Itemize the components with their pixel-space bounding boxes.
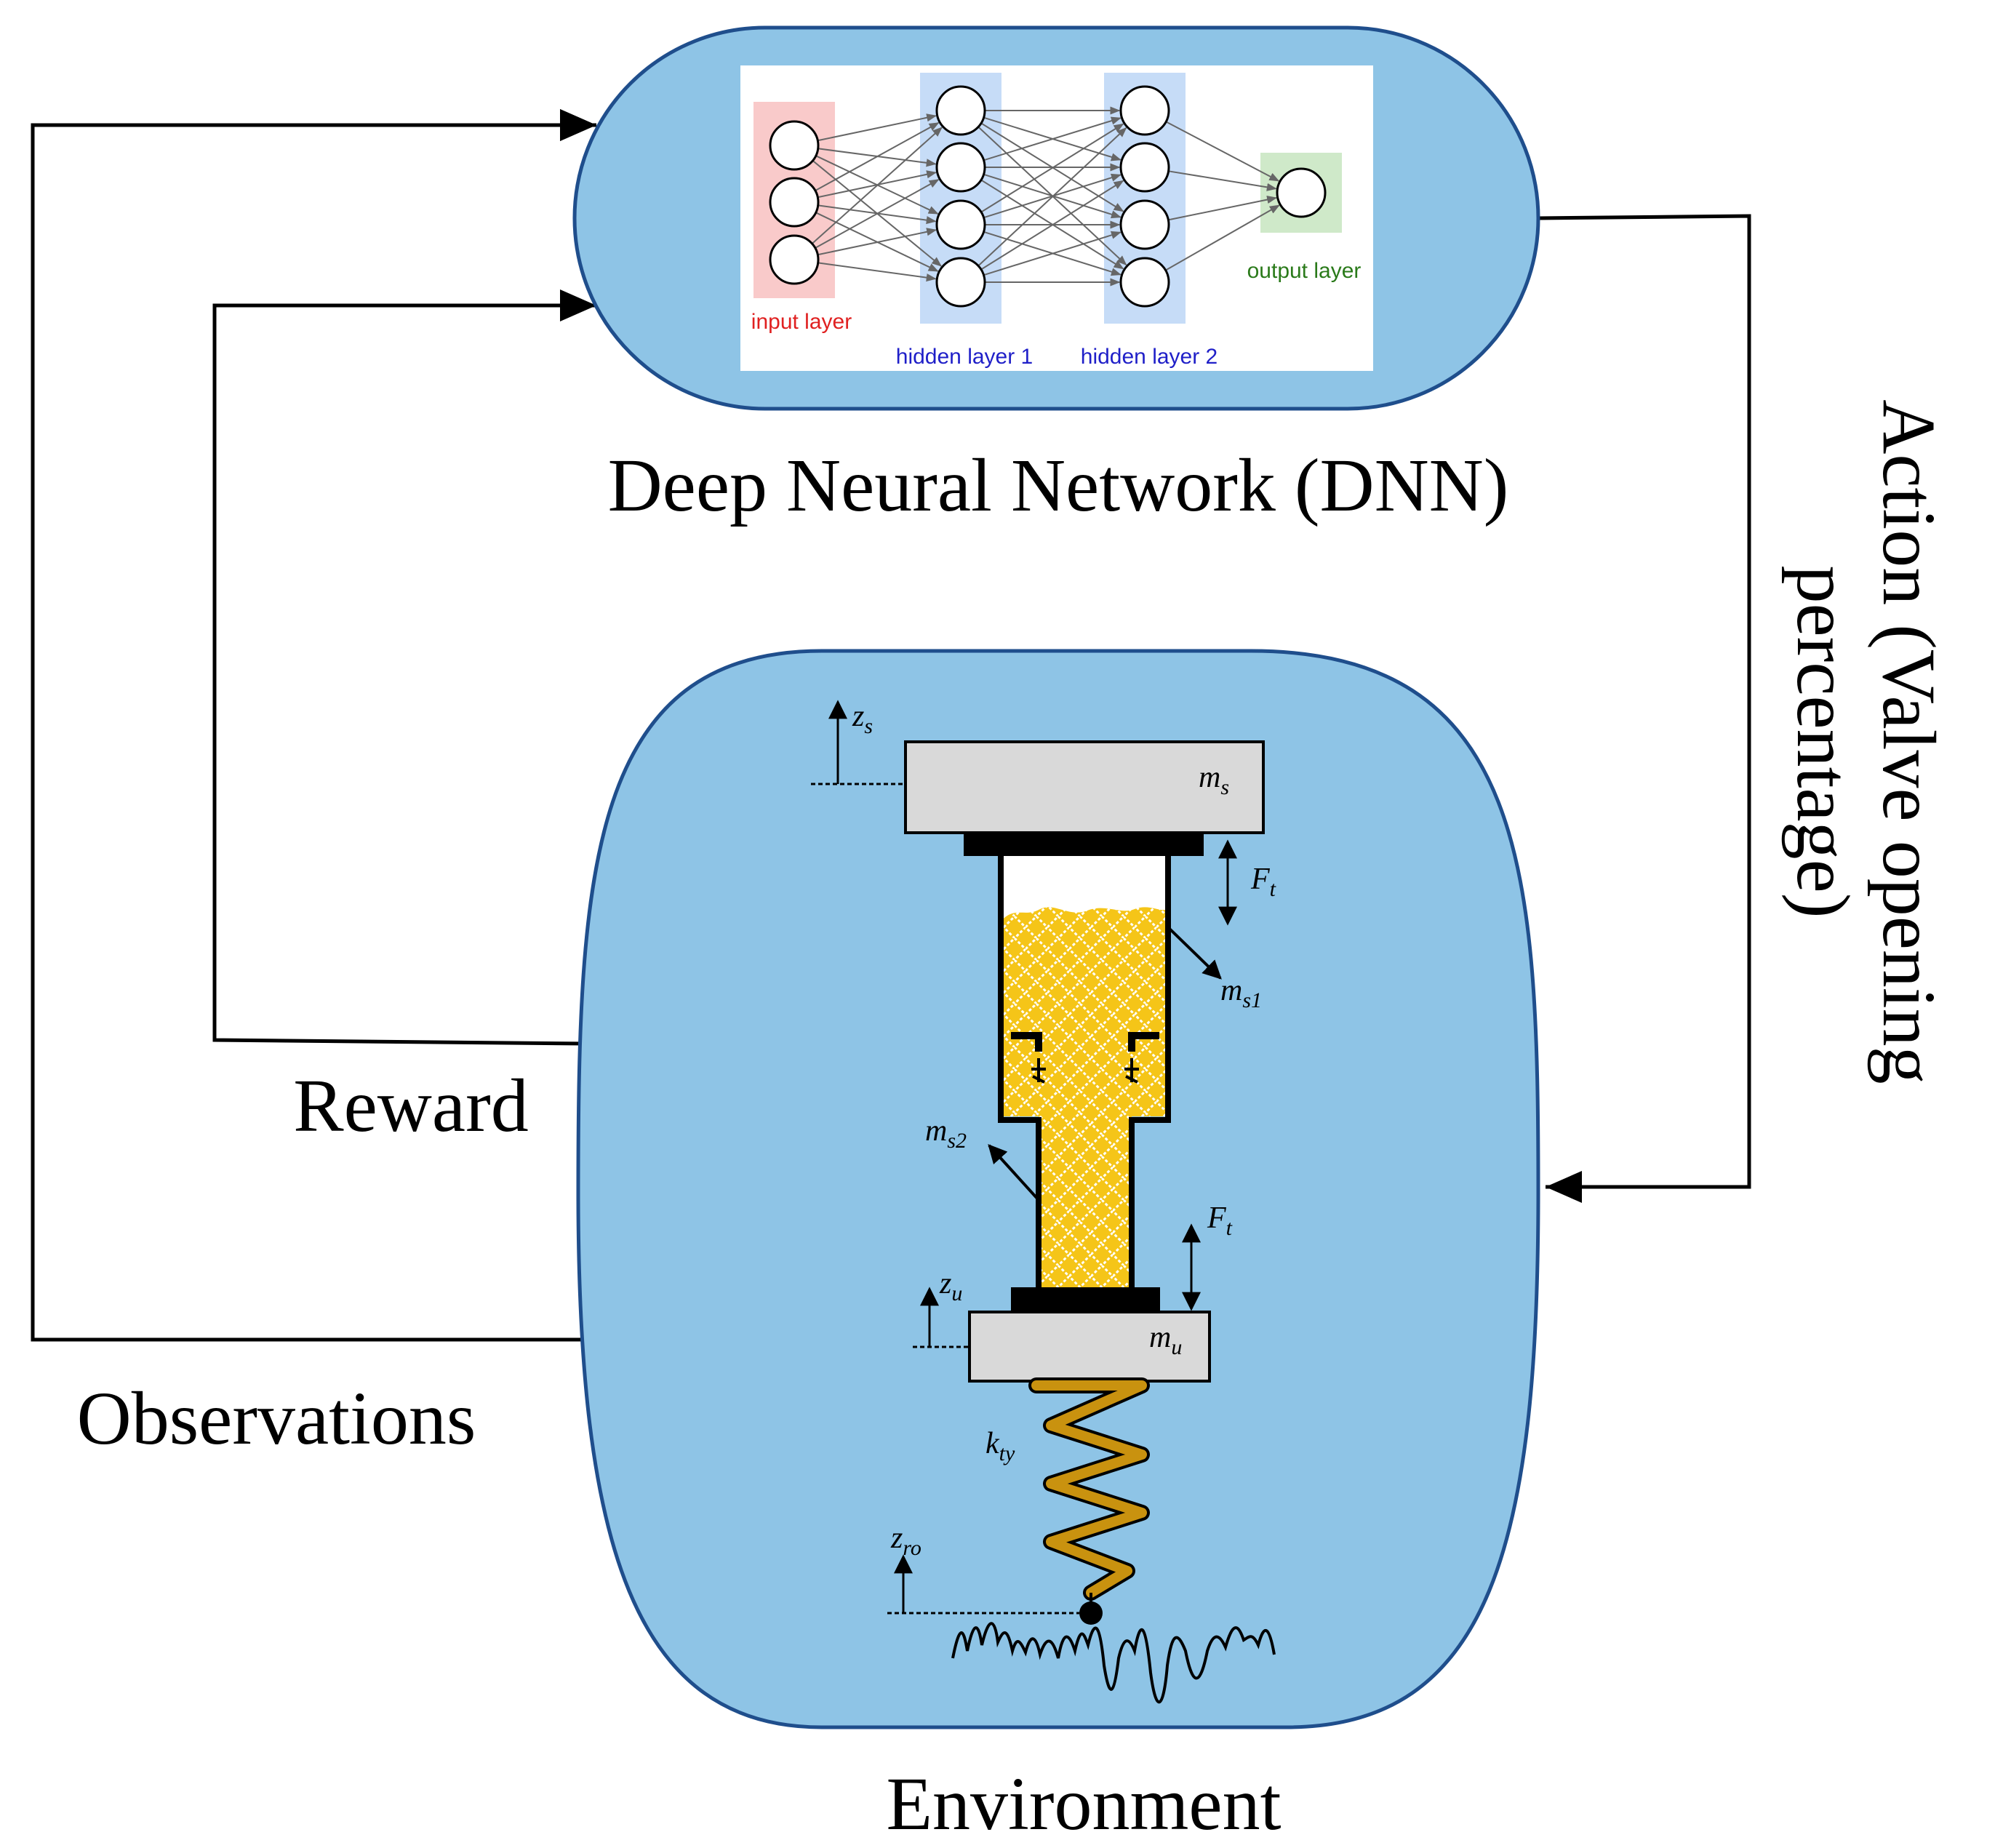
action-label-line1: Action (Valve opening [1867, 399, 1951, 1084]
nn-node-2-1 [1119, 142, 1170, 193]
reward-label: Reward [293, 1064, 528, 1148]
zro-base: z [890, 1521, 903, 1555]
observations-arrowhead-2 [560, 109, 596, 141]
nn-edge-0-2-0 [811, 127, 943, 244]
ft-bottom-label: Ft [1207, 1201, 1233, 1240]
sprung-mass-block [904, 740, 1265, 834]
ms1-label: ms1 [1220, 974, 1262, 1012]
unsprung-mass-block [968, 1311, 1211, 1383]
kty-sub: ty [999, 1441, 1015, 1465]
nn-node-2-2 [1119, 199, 1170, 250]
hidden-layer-1-label: hidden layer 1 [896, 345, 1033, 369]
ms2-pointer [988, 1144, 1040, 1201]
ms2-base: m [925, 1114, 947, 1148]
nn-node-0-1 [769, 177, 820, 228]
nn-node-1-2 [935, 199, 986, 250]
nn-edge-1-3-2 [983, 231, 1122, 276]
nn-edge-1-3-1 [980, 180, 1124, 271]
nn-edge-0-1-0 [815, 121, 940, 191]
nn-node-1-1 [935, 142, 986, 193]
zs-label: zs [852, 700, 873, 738]
action-loop [1538, 214, 1751, 1189]
nn-node-1-3 [935, 257, 986, 308]
nn-edge-0-2-1 [815, 179, 940, 249]
hidden-layer-2-label: hidden layer 2 [1081, 345, 1218, 369]
nn-edge-1-1-0 [983, 116, 1122, 161]
ft-top-sub: t [1270, 877, 1276, 901]
nn-node-2-0 [1119, 85, 1170, 136]
zs-sub: s [864, 714, 873, 738]
nn-edge-0-2-3 [817, 262, 937, 282]
nn-edge-2-3-0 [1165, 204, 1280, 271]
ms-base: m [1199, 761, 1220, 794]
observations-loop [31, 123, 596, 1342]
ms2-label: ms2 [925, 1114, 967, 1153]
nn-edge-2-0-0 [1165, 121, 1280, 182]
zu-label: zu [939, 1267, 962, 1305]
action-arrowhead [1546, 1171, 1582, 1203]
kty-label: kty [985, 1427, 1015, 1465]
nn-edge-2-1-0 [1168, 170, 1277, 191]
fluid-rod [1039, 1033, 1132, 1287]
ms1-sub: s1 [1242, 988, 1262, 1012]
ms1-pointer [1167, 926, 1222, 980]
nn-edge-1-2-0 [980, 123, 1124, 213]
kty-base: k [985, 1427, 1000, 1460]
ft-bottom-sub: t [1226, 1216, 1233, 1240]
input-layer-label: input layer [751, 310, 852, 334]
ft-top-label: Ft [1250, 863, 1276, 901]
cylinder-wall [998, 856, 1171, 1287]
nn-node-2-3 [1119, 257, 1170, 308]
nn-edge-1-3-0 [977, 127, 1127, 267]
nn-node-1-0 [935, 85, 986, 136]
ms2-sub: s2 [947, 1129, 967, 1153]
nn-edge-0-0-0 [817, 113, 937, 142]
piston-hook-left [1011, 1032, 1042, 1052]
action-label-group: Action (Valve opening percentage) [1781, 399, 1951, 1084]
mu-label: mu [1149, 1321, 1182, 1359]
top-plate [964, 833, 1204, 856]
nn-nodes [769, 85, 1327, 308]
tire-spring-fill [1031, 1380, 1147, 1598]
nn-node-0-2 [769, 234, 820, 285]
mu-base: m [1149, 1321, 1171, 1354]
nn-node-0-0 [769, 120, 820, 171]
valve-right [1124, 1058, 1139, 1084]
piston-hook-right [1128, 1032, 1159, 1052]
action-label-line2: percentage) [1781, 566, 1865, 919]
nn-edges [811, 106, 1280, 287]
nn-edge-0-2-2 [817, 228, 937, 256]
reward-arrowhead [560, 289, 596, 321]
ms-label: ms [1199, 761, 1229, 799]
road-contact-point [1079, 1601, 1103, 1625]
dnn-title: Deep Neural Network (DNN) [608, 444, 1509, 527]
road-profile [951, 1622, 1276, 1703]
zu-base: z [939, 1267, 951, 1300]
zs-base: z [852, 700, 864, 733]
ft-bottom-base: F [1207, 1201, 1226, 1235]
nn-node-3-0 [1276, 167, 1327, 218]
zro-sub: ro [903, 1536, 921, 1560]
environment-label: Environment [886, 1762, 1281, 1846]
reward-loop [212, 303, 596, 1046]
ms1-base: m [1220, 974, 1242, 1007]
output-layer-label: output layer [1247, 259, 1362, 283]
bottom-plate [1011, 1287, 1160, 1312]
valve-left [1031, 1058, 1046, 1084]
mu-sub: u [1171, 1335, 1182, 1359]
ms-sub: s [1220, 775, 1229, 799]
observations-label: Observations [77, 1377, 476, 1460]
ft-top-base: F [1250, 863, 1270, 896]
nn-edge-2-2-0 [1168, 196, 1278, 221]
zro-label: zro [890, 1521, 921, 1560]
zu-sub: u [951, 1281, 962, 1305]
